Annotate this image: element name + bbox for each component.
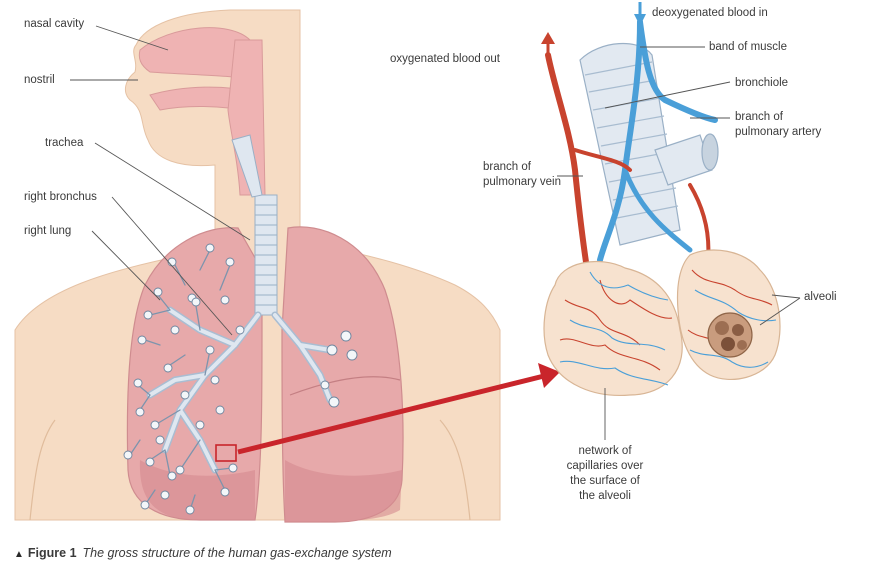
figure-caption: ▲Figure 1 The gross structure of the huma… bbox=[14, 546, 392, 560]
right-lung-shape bbox=[281, 226, 404, 523]
label-capillaries-line2: capillaries over bbox=[566, 460, 644, 472]
alveolar-sac-right bbox=[676, 249, 781, 381]
leader-lines bbox=[70, 25, 801, 440]
label-nasal-cavity: nasal cavity bbox=[24, 18, 85, 30]
magnify-pointer-arrow bbox=[237, 363, 560, 455]
magnified-region-box bbox=[215, 444, 237, 462]
label-capillaries-line4: the alveoli bbox=[579, 490, 631, 502]
label-trachea: trachea bbox=[45, 137, 84, 149]
alveoli-cutaway bbox=[707, 312, 753, 358]
label-branch-pulmonary-vein-line2: pulmonary vein bbox=[483, 176, 561, 188]
label-nostril: nostril bbox=[24, 74, 55, 86]
caption-figure-number: Figure 1 bbox=[27, 546, 77, 560]
trachea bbox=[231, 134, 278, 316]
caption-text: The gross structure of the human gas-exc… bbox=[82, 546, 392, 560]
oxygenated-arrow bbox=[541, 32, 555, 58]
label-alveoli: alveoli bbox=[804, 291, 837, 303]
label-deoxygenated-blood-in: deoxygenated blood in bbox=[652, 7, 768, 19]
label-branch-pulmonary-vein-line1: branch of bbox=[483, 161, 531, 173]
label-right-bronchus: right bronchus bbox=[24, 191, 97, 203]
alveolar-sac-left bbox=[543, 260, 683, 397]
caption-triangle-icon: ▲ bbox=[14, 549, 24, 560]
label-oxygenated-blood-out: oxygenated blood out bbox=[390, 53, 500, 65]
label-branch-pulmonary-artery-line2: pulmonary artery bbox=[735, 126, 822, 138]
label-right-lung: right lung bbox=[24, 225, 72, 237]
label-band-of-muscle: band of muscle bbox=[709, 41, 787, 53]
label-capillaries-line3: the surface of bbox=[570, 475, 640, 487]
label-capillaries-line1: network of bbox=[578, 445, 632, 457]
label-branch-pulmonary-artery-line1: branch of bbox=[735, 111, 783, 123]
label-bronchiole: bronchiole bbox=[735, 77, 789, 89]
lung-alveoli-clusters bbox=[123, 243, 245, 515]
left-bronchus-small bbox=[320, 330, 358, 408]
deoxygenated-arrow bbox=[634, 14, 646, 26]
bronchial-tree bbox=[129, 249, 334, 511]
